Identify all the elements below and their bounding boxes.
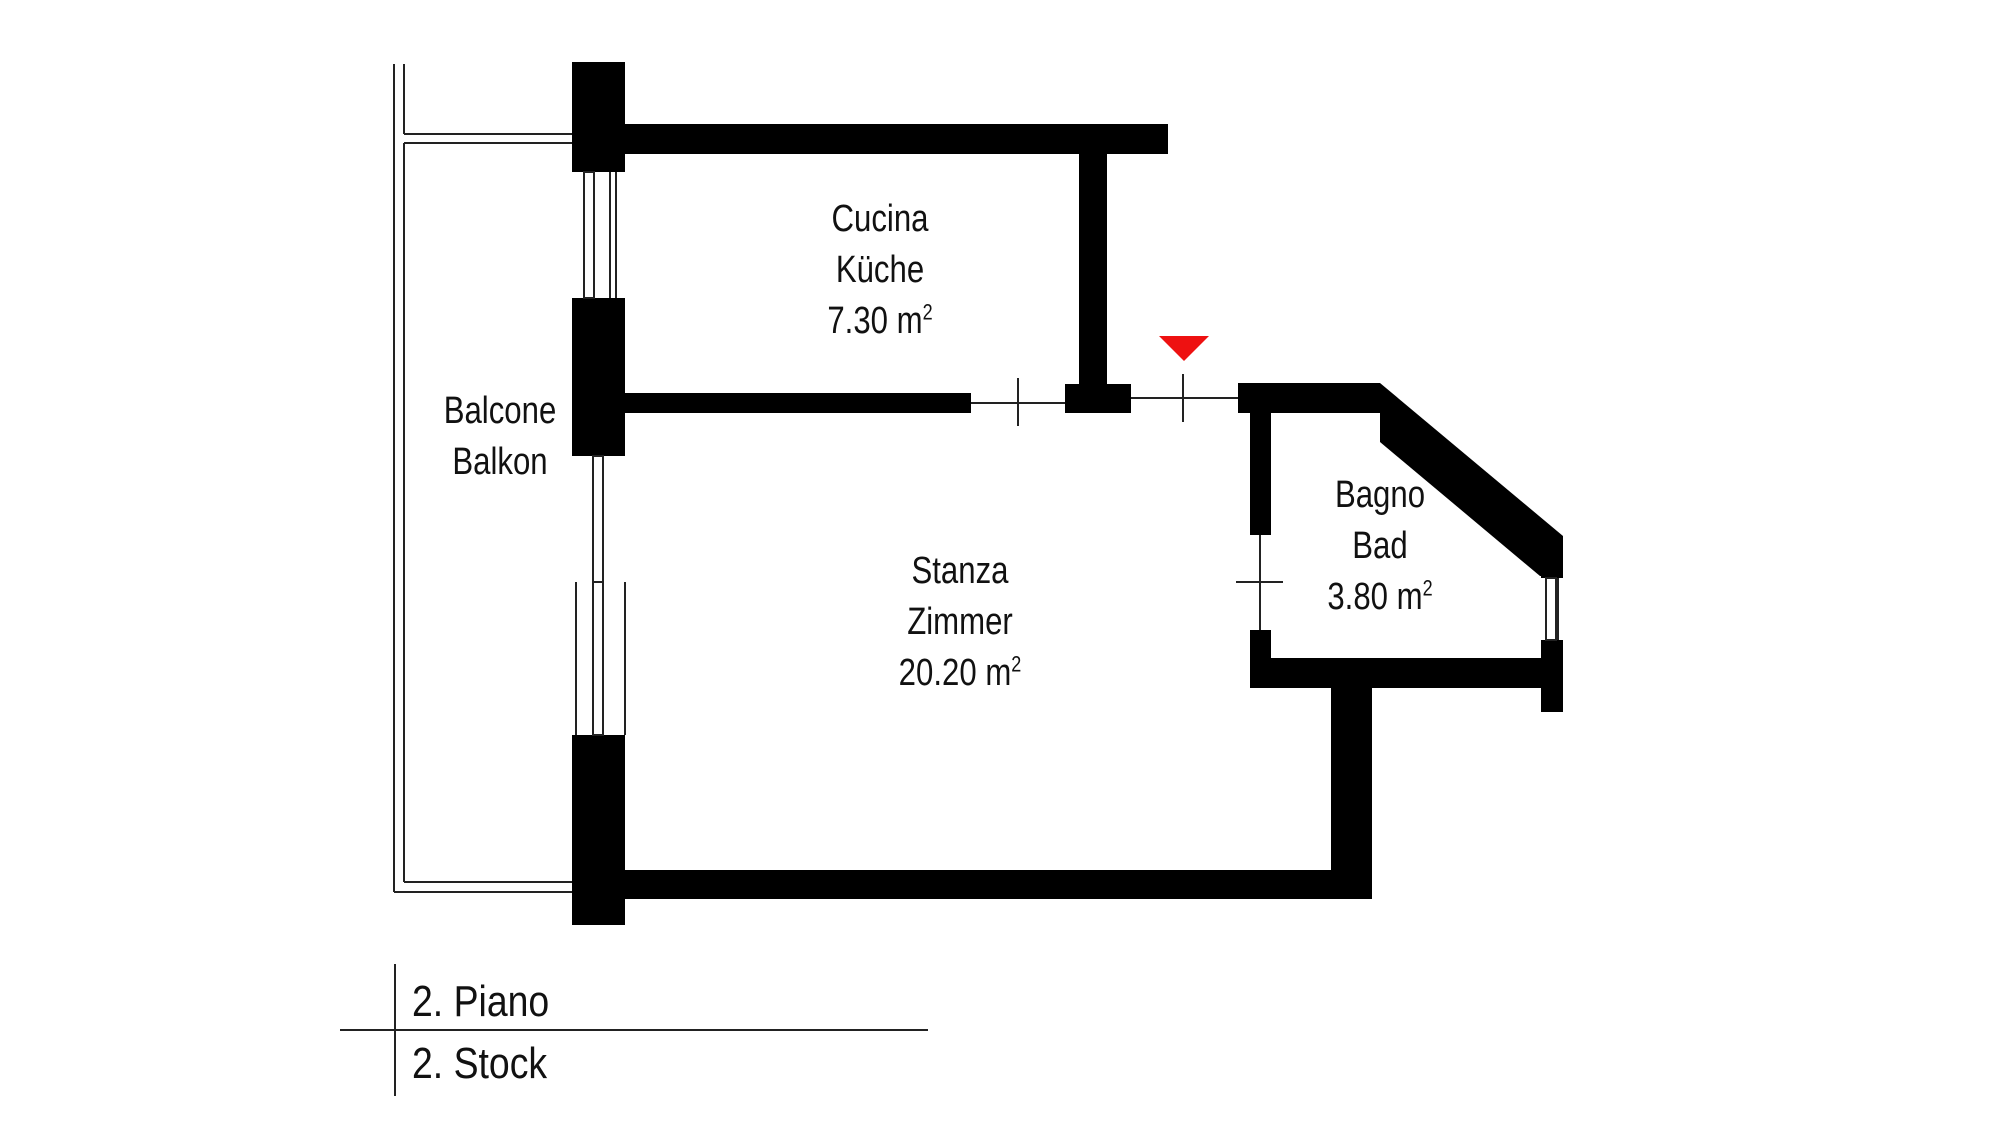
room-label: Stanza Zimmer 20.20 m2 — [845, 546, 1075, 699]
kitchen-south-wall — [625, 393, 971, 413]
bath-label: Bagno Bad 3.80 m2 — [1282, 470, 1479, 623]
bath-south-wall — [1250, 658, 1541, 688]
entrance-triangle-icon — [1159, 336, 1209, 361]
bath-window — [1545, 577, 1557, 641]
walls — [572, 62, 1563, 925]
kitchen-east-wall-foot — [1065, 384, 1131, 413]
doors — [971, 374, 1283, 630]
bath-name-it: Bagno — [1334, 474, 1426, 516]
kitchen-name-de: Küche — [835, 249, 925, 291]
bath-east-wall-top — [1541, 540, 1563, 578]
balcony-name-de: Balkon — [452, 441, 548, 483]
room-name-de: Zimmer — [907, 601, 1013, 643]
balcony-door-right — [592, 581, 604, 736]
room-area: 20.20 m2 — [898, 651, 1022, 694]
balcony-label: Balcone Balkon — [418, 386, 582, 488]
bath-west-wall-top — [1250, 413, 1271, 535]
west-wall-bottom — [572, 735, 625, 925]
bath-name-de: Bad — [1352, 525, 1408, 567]
kitchen-window — [583, 171, 595, 299]
floor-label-it: 2. Piano — [412, 977, 550, 1026]
kitchen-area: 7.30 m2 — [827, 299, 933, 342]
balcony-door-left — [592, 455, 604, 583]
bath-north-wall — [1238, 383, 1380, 413]
balcony-name-it: Balcone — [443, 390, 557, 432]
bath-east-wall-bottom — [1541, 640, 1563, 712]
kitchen-east-wall — [1079, 154, 1107, 386]
west-wall-top — [572, 62, 625, 172]
bath-area: 3.80 m2 — [1327, 575, 1433, 618]
floor-legend-lines — [340, 964, 928, 1096]
floor-label-de: 2. Stock — [412, 1039, 548, 1088]
room-south-wall — [625, 870, 1372, 899]
room-east-wall — [1331, 680, 1372, 899]
bath-angled-wall — [1380, 383, 1563, 576]
kitchen-label: Cucina Küche 7.30 m2 — [765, 194, 995, 347]
balcony-outline — [393, 64, 572, 893]
west-wall-middle — [572, 298, 625, 456]
room-name-it: Stanza — [911, 550, 1009, 592]
kitchen-name-it: Cucina — [831, 198, 929, 240]
kitchen-north-wall — [625, 124, 1168, 154]
windows — [575, 171, 1559, 736]
